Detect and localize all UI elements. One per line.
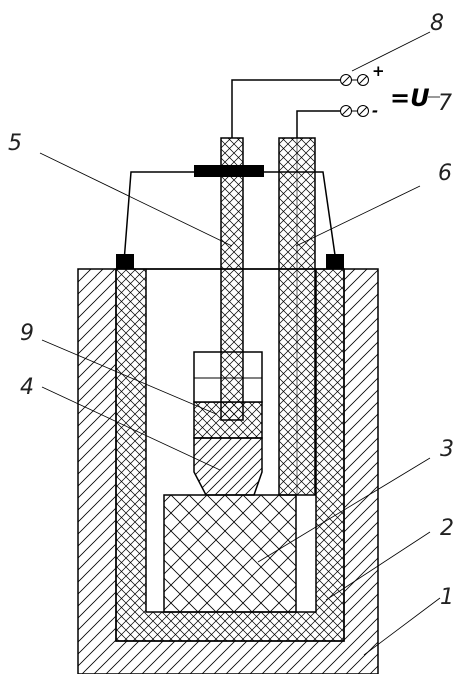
terminal-plus-sign: + xyxy=(372,62,385,80)
label-5: 5 xyxy=(8,131,22,156)
leader-5 xyxy=(39,152,233,247)
lid-clamp xyxy=(194,165,264,177)
label-9: 9 xyxy=(20,321,34,346)
terminal-minus-sign: - xyxy=(372,102,378,120)
label-8: 8 xyxy=(430,11,444,36)
lid-support-right xyxy=(326,254,344,269)
electrode-rod-5 xyxy=(220,137,244,421)
wire-negative xyxy=(296,110,340,138)
funnel-4 xyxy=(193,437,263,496)
label-1: 1 xyxy=(440,585,454,610)
label-4: 4 xyxy=(20,375,34,400)
leader-8 xyxy=(351,31,431,72)
leader-2 xyxy=(325,531,431,601)
leader-4 xyxy=(41,386,221,471)
label-3: 3 xyxy=(440,437,454,462)
leader-3 xyxy=(257,457,431,563)
label-2: 2 xyxy=(440,516,454,541)
terminal-minus-2 xyxy=(357,105,369,117)
voltage-label: =U xyxy=(390,84,430,112)
terminal-plus-2 xyxy=(357,74,369,86)
block-3 xyxy=(163,494,297,613)
leader-1 xyxy=(363,597,441,656)
label-7: 7 xyxy=(438,91,452,116)
label-6: 6 xyxy=(438,161,452,186)
lid-support-left xyxy=(116,254,134,269)
leader-9 xyxy=(41,339,217,415)
leader-6 xyxy=(295,185,421,247)
wire-positive xyxy=(231,79,340,138)
